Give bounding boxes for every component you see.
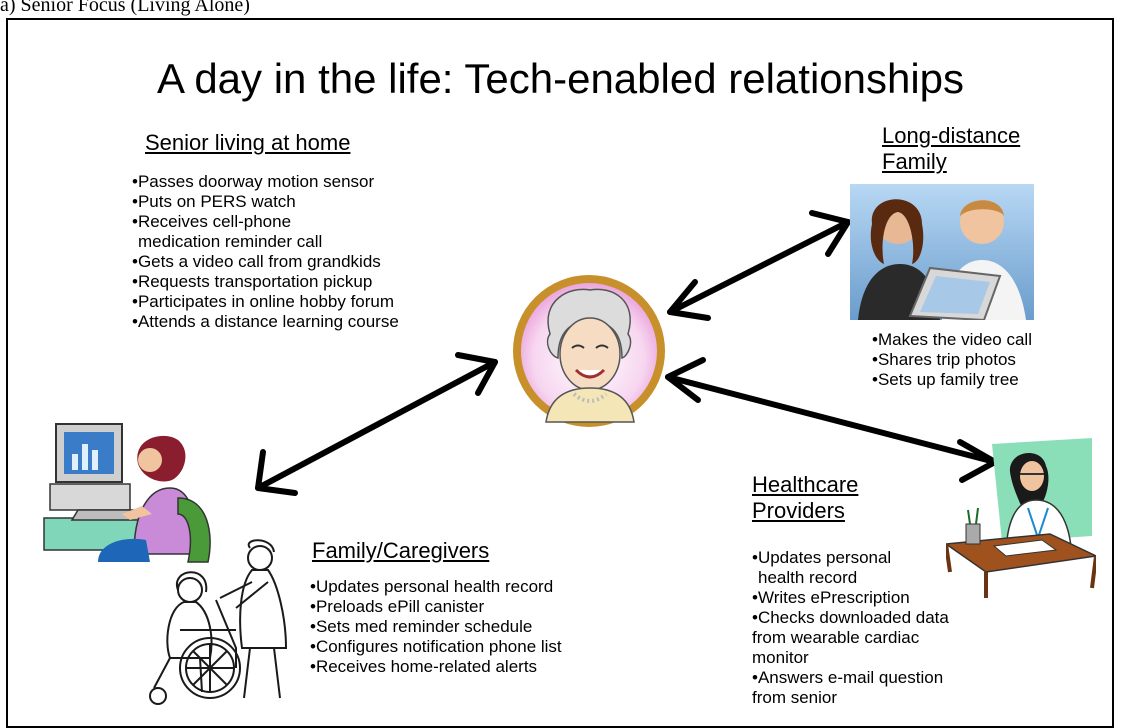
senior-list: Passes doorway motion sensor Puts on PER… <box>132 172 399 332</box>
page-caption: a) Senior Focus (Living Alone) <box>0 0 250 16</box>
doctor-desk-icon <box>946 438 1096 598</box>
list-item: Passes doorway motion sensor <box>132 172 399 192</box>
healthcare-heading: Healthcare Providers <box>752 472 858 525</box>
list-item: Participates in online hobby forum <box>132 292 399 312</box>
list-item: from senior <box>752 688 838 707</box>
family-heading-line2: Family <box>882 149 947 175</box>
list-item: Sets med reminder schedule <box>310 617 562 637</box>
arrow-senior-family <box>667 210 851 321</box>
healthcare-list: Updates personal health record Writes eP… <box>752 548 949 708</box>
list-item: Attends a distance learning course <box>132 312 399 332</box>
arrow-senior-caregivers <box>255 352 498 496</box>
list-item: Preloads ePill canister <box>310 597 562 617</box>
family-photo-icon <box>850 184 1034 320</box>
caregiver-computer-icon <box>43 423 211 563</box>
list-item: Configures notification phone list <box>310 637 562 657</box>
caregiver-wheelchair-icon <box>149 539 288 705</box>
slide-title: A day in the life: Tech-enabled relation… <box>156 55 965 102</box>
healthcare-heading-line1: Healthcare <box>752 472 859 497</box>
list-item: Updates personal <box>752 548 949 568</box>
list-item: Shares trip photos <box>872 350 1032 370</box>
caregivers-list: Updates personal health record Preloads … <box>310 577 562 677</box>
healthcare-heading-line2: Providers <box>752 498 845 524</box>
family-heading: Long-distance Family <box>882 123 1020 176</box>
list-item: Updates personal health record <box>310 577 562 597</box>
list-item: monitor <box>752 648 809 667</box>
list-item: Checks downloaded data <box>752 608 949 628</box>
list-item: Puts on PERS watch <box>132 192 399 212</box>
list-item: medication reminder call <box>138 232 323 251</box>
list-item: health record <box>758 568 858 587</box>
list-item: from wearable cardiac <box>752 628 920 647</box>
senior-heading: Senior living at home <box>145 130 351 155</box>
caregivers-heading: Family/Caregivers <box>312 538 490 563</box>
senior-portrait-icon <box>513 275 665 427</box>
list-item: Writes ePrescription <box>752 588 949 608</box>
list-item: Makes the video call <box>872 330 1032 350</box>
family-list: Makes the video call Shares trip photos … <box>872 330 1032 390</box>
list-item: Requests transportation pickup <box>132 272 399 292</box>
list-item: Sets up family tree <box>872 370 1032 390</box>
family-heading-line1: Long-distance <box>882 123 1021 148</box>
list-item: Answers e-mail question <box>752 668 949 688</box>
list-item: Receives cell-phone <box>132 212 399 232</box>
list-item: Receives home-related alerts <box>310 657 562 677</box>
list-item: Gets a video call from grandkids <box>132 252 399 272</box>
